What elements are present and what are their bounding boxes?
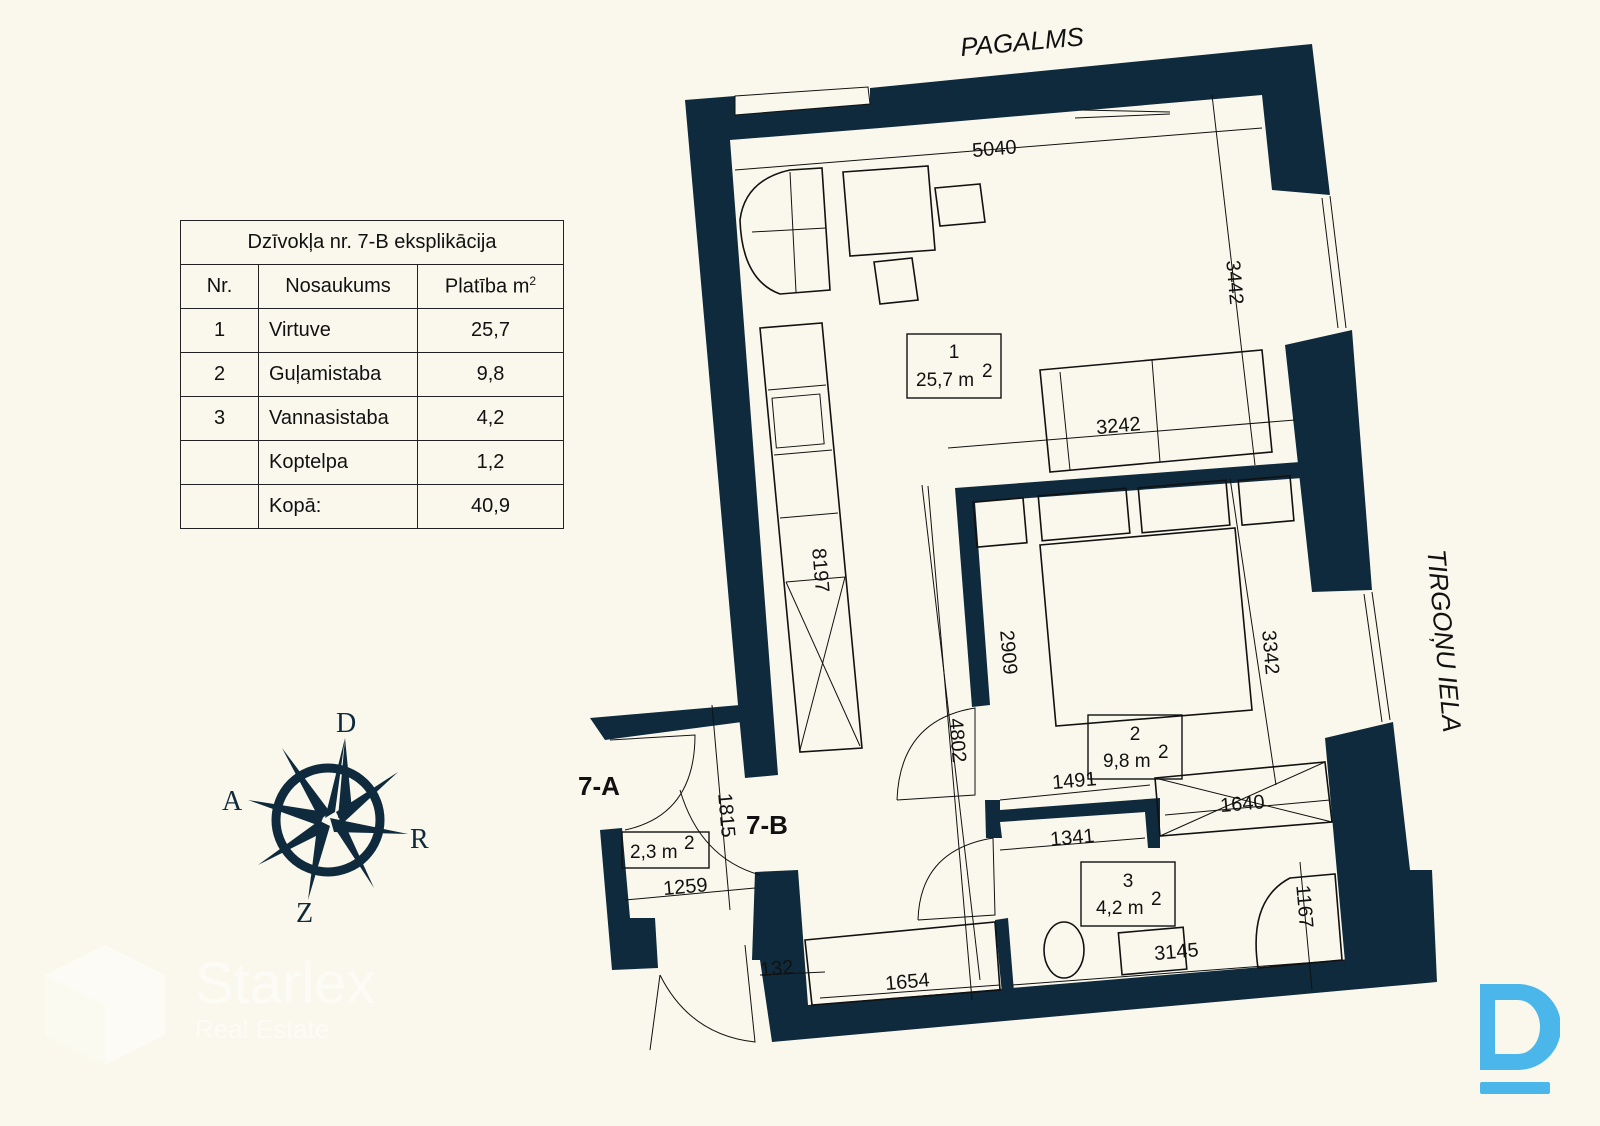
svg-text:2: 2 [1151, 889, 1162, 910]
dim-1815: 1815 [713, 792, 739, 838]
dim-1341: 1341 [1049, 825, 1095, 851]
furniture [739, 109, 1343, 1006]
dim-1491: 1491 [1051, 768, 1097, 794]
doors [609, 707, 996, 1051]
svg-text:3: 3 [1123, 871, 1134, 892]
svg-text:2: 2 [1158, 742, 1169, 763]
brand-logo [1480, 984, 1560, 1094]
dim-1167: 1167 [1291, 884, 1317, 929]
room-label-2: 2 9,8 m 2 [1087, 714, 1183, 780]
street-top-label: PAGALMS [959, 21, 1086, 62]
dim-8197: 8197 [807, 547, 833, 593]
watermark-sub: Real Estate [195, 1014, 329, 1044]
dim-4802: 4802 [944, 717, 970, 763]
room-label-hall: 2,3 m 2 [621, 831, 710, 869]
svg-text:9,8 m: 9,8 m [1103, 751, 1151, 772]
dim-5040: 5040 [971, 136, 1017, 162]
room-label-1: 1 25,7 m 2 [906, 333, 1002, 399]
apartment-7b-label: 7-B [746, 810, 788, 840]
walls [590, 44, 1437, 1042]
svg-text:2: 2 [684, 833, 695, 854]
compass-east: R [410, 824, 429, 855]
svg-text:2: 2 [982, 361, 993, 382]
room-label-3: 3 4,2 m 2 [1080, 861, 1176, 927]
apartment-7a-label: 7-A [578, 771, 620, 801]
dim-2909: 2909 [995, 629, 1021, 675]
dim-3442: 3442 [1221, 259, 1247, 305]
dimensions: 5040 3442 3242 8197 2909 3342 4802 1491 … [662, 136, 1317, 995]
dim-132: 132 [759, 956, 794, 981]
svg-text:2,3 m: 2,3 m [630, 842, 678, 863]
svg-text:25,7 m: 25,7 m [916, 370, 974, 391]
table-title: Dzīvokļa nr. 7-B eksplikācija [180, 220, 564, 265]
compass-rose-icon: D A R Z [222, 708, 429, 929]
watermark: Starlex Real Estate [45, 945, 376, 1065]
windows [734, 86, 1391, 723]
svg-text:2: 2 [1130, 724, 1141, 745]
compass-west: A [222, 786, 243, 817]
svg-text:4,2 m: 4,2 m [1096, 898, 1144, 919]
compass-south: Z [296, 898, 313, 929]
dimension-lines [624, 94, 1346, 1001]
table-row: Kopā:40,9 [180, 484, 564, 529]
dim-3242: 3242 [1095, 413, 1141, 439]
dim-1640: 1640 [1219, 791, 1265, 817]
dim-1259: 1259 [662, 874, 708, 900]
dim-3145: 3145 [1153, 939, 1199, 965]
table-header: Nr. Nosaukums Platība m2 [180, 264, 564, 309]
watermark-name: Starlex [195, 951, 376, 1016]
svg-text:1: 1 [949, 342, 960, 363]
street-right-label: TIRGOŅU IELA [1421, 548, 1467, 733]
compass-north: D [336, 708, 356, 739]
dim-1654: 1654 [884, 969, 930, 995]
dim-3342: 3342 [1257, 629, 1283, 675]
explication-table: Dzīvokļa nr. 7-B eksplikācija Nr. Nosauk… [180, 220, 564, 529]
